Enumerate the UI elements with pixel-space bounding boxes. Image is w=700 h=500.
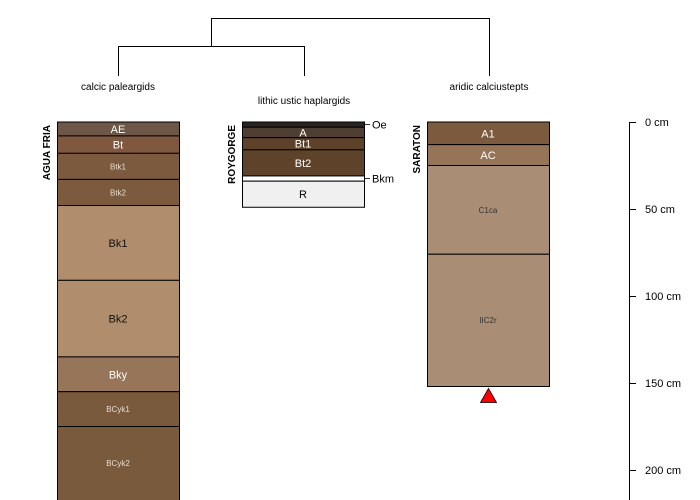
depth-tick-label: 100 cm <box>645 291 681 303</box>
horizon-label: A <box>299 127 307 139</box>
horizon-bk2 <box>57 279 180 358</box>
horizon-label: R <box>299 189 307 201</box>
horizon-c1ca <box>427 165 550 255</box>
dendrogram <box>118 18 490 76</box>
depth-tick-label: 200 cm <box>645 465 681 477</box>
taxon-label-lithic-ustic-haplargids: lithic ustic haplargids <box>258 96 350 107</box>
dendrogram-branch <box>118 46 305 76</box>
profile-name: ROYGORGE <box>227 125 238 184</box>
depth-tick-label: 0 cm <box>645 117 669 129</box>
horizon-label: Bk2 <box>109 314 128 326</box>
horizon-bkm <box>242 175 365 182</box>
horizon-label: BCyk2 <box>106 459 130 468</box>
horizon-label: Bt2 <box>295 158 312 170</box>
horizon-bcyk1 <box>57 391 180 428</box>
horizon-iic2r <box>427 253 550 387</box>
depth-tick-label: 50 cm <box>645 204 675 216</box>
profile-name: AGUA FRIA <box>42 125 53 180</box>
dendrogram-branch <box>211 18 490 76</box>
bedrock-marker-icon <box>479 387 498 403</box>
horizon-bky <box>57 356 180 393</box>
profile-name: SARATON <box>412 125 423 174</box>
horizon-btk2 <box>57 178 180 207</box>
horizon-label: Bkm <box>372 174 394 186</box>
soil-profile-saraton: SARATON <box>412 121 550 403</box>
horizon-r <box>242 180 365 208</box>
taxon-label-aridic-calciustepts: aridic calciustepts <box>450 82 529 93</box>
horizon-label: A1 <box>481 128 494 140</box>
soil-profile-roygorge: ROYGORGE <box>227 121 365 208</box>
horizon-label: Bk1 <box>109 238 128 250</box>
horizon-label: Oe <box>372 120 387 132</box>
horizon-label: IIC2r <box>479 316 497 325</box>
horizon-label: Btk2 <box>110 188 127 197</box>
horizon-label: Bt1 <box>295 139 312 151</box>
horizon-label: Bt <box>113 140 123 152</box>
depth-axis: 0 cm 50 cm 100 cm 150 cm 200 cm <box>629 117 681 500</box>
horizon-label: AE <box>111 124 126 136</box>
horizon-label: BCyk1 <box>106 405 130 414</box>
depth-tick-label: 150 cm <box>645 378 681 390</box>
horizon-label: Btk1 <box>110 162 127 171</box>
horizon-label: C1ca <box>479 206 498 215</box>
horizon-label: Bky <box>109 369 128 381</box>
horizon-label: AC <box>480 150 495 162</box>
profiles: AGUA FRIA ROYGORGE SARATON <box>42 121 550 500</box>
taxon-label-calcic-paleargids: calcic paleargids <box>81 82 155 93</box>
horizon-bk1 <box>57 205 180 281</box>
soil-profile-agua-fria: AGUA FRIA <box>42 121 180 500</box>
horizon-bcyk2 <box>57 426 180 500</box>
